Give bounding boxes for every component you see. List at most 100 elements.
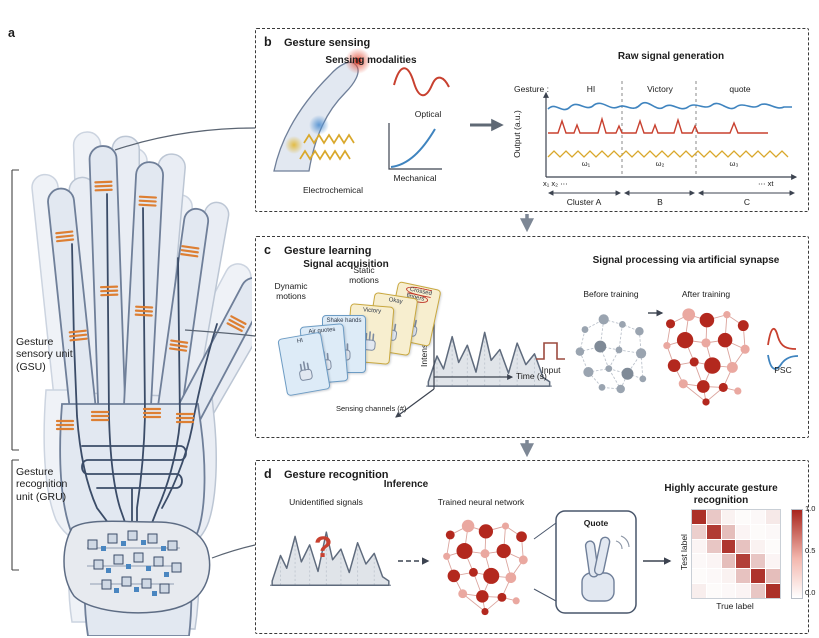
gesture-prefix-label: Gesture : — [514, 84, 549, 94]
static-motions-label: Static motions — [349, 265, 379, 286]
sensing-modalities-title: Sensing modalities — [325, 55, 417, 66]
optical-label: Optical — [414, 109, 442, 119]
panel-c-graphics — [395, 295, 799, 418]
signal-acquisition-title: Signal acquisition — [303, 259, 389, 270]
test-label-axis: Test label — [678, 534, 689, 570]
inference-title: Inference — [383, 479, 429, 490]
raw-signal-title: Raw signal generation — [617, 51, 725, 62]
output-axis-label: Output (a.u.) — [511, 110, 522, 158]
matrix-cell — [736, 510, 751, 524]
matrix-cell — [766, 554, 780, 569]
x-axis-left-labels: x₁ x₂ ⋯ — [543, 179, 568, 188]
yellow-signal-trace — [547, 150, 789, 158]
confusion-matrix — [691, 509, 781, 599]
colorbar-tick-mid: 0.5 — [805, 546, 816, 555]
colorbar-tick-min: 0.0 — [805, 588, 816, 597]
mechanical-label: Mechanical — [393, 173, 437, 183]
matrix-cell — [751, 524, 766, 539]
optical-waveform — [393, 67, 450, 97]
cluster-b-label: B — [657, 197, 663, 207]
unidentified-signals-label: Unidentified signals — [289, 497, 363, 507]
after-training-label: After training — [681, 289, 731, 299]
card-hand-icon — [293, 357, 317, 384]
matrix-cell — [692, 554, 706, 569]
matrix-cell — [721, 554, 736, 569]
matrix-cell — [721, 539, 736, 554]
trained-network-after — [662, 307, 751, 407]
colorbar-tick-max: 1.0 — [805, 504, 816, 513]
sensor-traces — [71, 193, 218, 529]
trained-network-label: Trained neural network — [437, 497, 525, 507]
question-mark: ? — [314, 531, 333, 564]
panel-b: b Gesture sensing Sensing modalities Opt… — [255, 28, 809, 212]
matrix-cell — [706, 569, 721, 584]
channels-axis — [395, 388, 435, 418]
matrix-cell — [692, 524, 706, 539]
quote-label: Quote — [583, 518, 609, 528]
matrix-cell — [706, 510, 721, 524]
matrix-cell — [751, 539, 766, 554]
mechanical-plot — [388, 123, 442, 170]
red-signal-trace — [548, 116, 768, 134]
panel-d-graphics — [269, 510, 672, 616]
matrix-cell — [706, 554, 721, 569]
gsu-label: Gesture sensory unit (GSU) — [16, 336, 73, 373]
panel-a-letter: a — [8, 26, 15, 40]
quote-callout-box — [555, 510, 637, 614]
gesture-name-hi: HI — [586, 84, 596, 94]
matrix-cell — [751, 584, 766, 598]
matrix-cell — [721, 524, 736, 539]
matrix-cell — [736, 524, 751, 539]
input-pulse-icon — [536, 342, 565, 360]
trained-network-inference — [442, 519, 529, 616]
matrix-cell — [766, 510, 780, 524]
matrix-cell — [706, 524, 721, 539]
matrix-cell — [692, 510, 706, 524]
matrix-cell — [706, 539, 721, 554]
panel-d: d Gesture recognition Inference Unidenti… — [255, 460, 815, 634]
dynamic-motions-label: Dynamic motions — [274, 281, 308, 302]
omega1-label: ω₁ — [581, 159, 591, 168]
matrix-cell — [692, 539, 706, 554]
matrix-cell — [751, 569, 766, 584]
card-label: HI — [296, 337, 304, 345]
before-training-label: Before training — [583, 289, 639, 299]
panel-c-letter: c — [264, 243, 271, 257]
gru-bracket — [11, 459, 19, 571]
mechanical-stimulus-glow — [309, 115, 329, 135]
patch-electrodes — [101, 540, 169, 596]
colorbar — [791, 509, 803, 599]
instrumented-hand-illustration — [11, 130, 252, 636]
gesture-name-victory: Victory — [647, 84, 673, 94]
omega3-label: ω₃ — [729, 159, 739, 168]
card-label: Okay — [388, 297, 403, 306]
cluster-a-label: Cluster A — [566, 197, 602, 207]
panel-d-title: Gesture recognition — [284, 469, 389, 481]
signal-processing-title: Signal processing via artificial synapse — [592, 255, 780, 266]
panel-c-title: Gesture learning — [284, 245, 372, 257]
input-label: Input — [541, 365, 561, 375]
electrochemical-label: Electrochemical — [303, 185, 363, 195]
blue-signal-trace — [547, 101, 792, 111]
x-axis-right-labels: ⋯ xt — [758, 179, 774, 188]
panel-b-graphics — [273, 48, 798, 196]
matrix-cell — [721, 584, 736, 598]
matrix-cell — [736, 569, 751, 584]
card-label: Victory — [362, 307, 382, 315]
recognition-patch — [63, 520, 211, 614]
cluster-c-label: C — [743, 197, 751, 207]
psc-label: PSC — [774, 365, 792, 375]
matrix-cell — [692, 569, 706, 584]
matrix-cell — [766, 539, 780, 554]
electrochemical-waveform-1 — [303, 133, 355, 145]
motion-marks — [615, 535, 630, 550]
gsu-bracket — [11, 169, 19, 451]
raw-signal-plot — [543, 81, 798, 196]
matrix-cell — [736, 584, 751, 598]
channels-axis-label: Sensing channels (#) — [336, 404, 407, 413]
matrix-cell — [721, 510, 736, 524]
matrix-cell — [751, 554, 766, 569]
panel-b-letter: b — [264, 35, 272, 49]
matrix-cell — [692, 584, 706, 598]
